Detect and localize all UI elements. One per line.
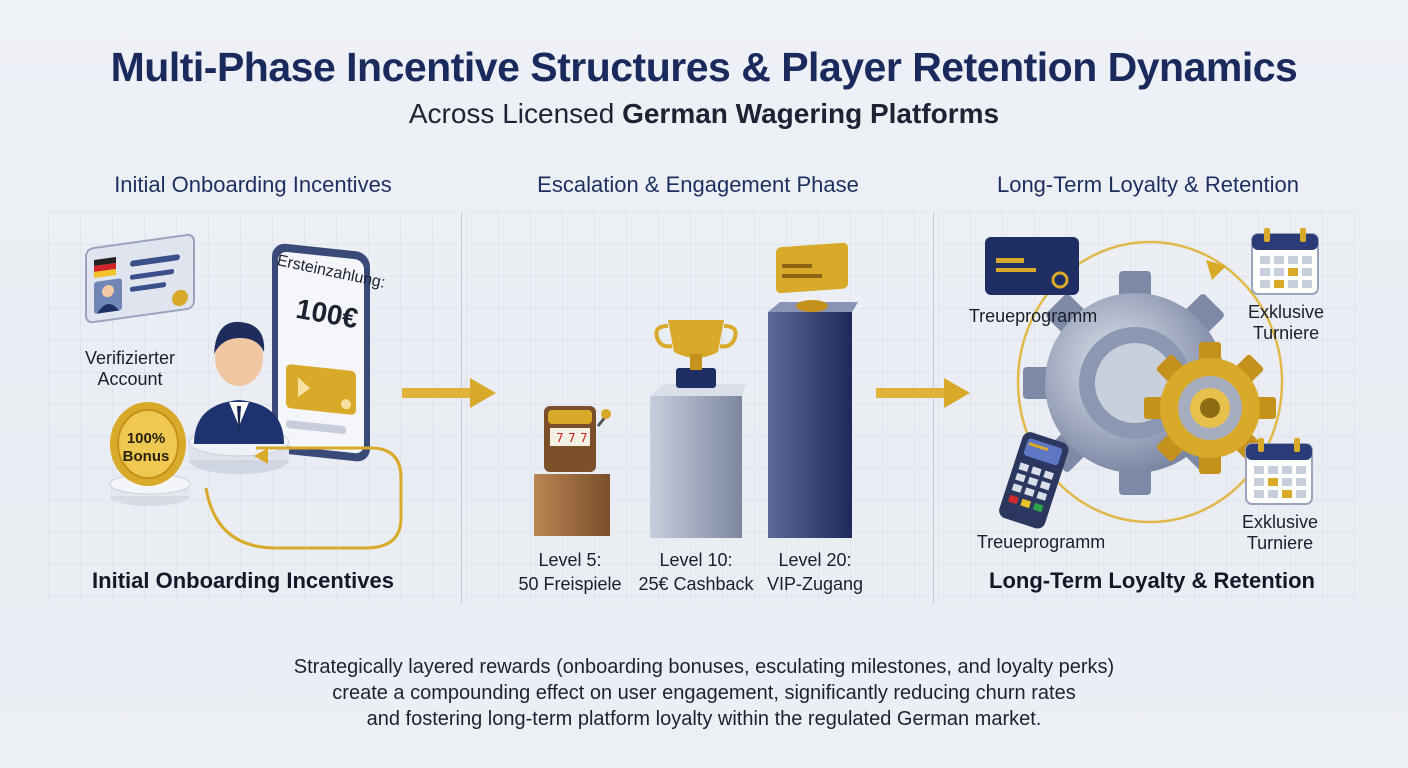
bonus-coin-text: 100% Bonus [122,430,170,465]
bonus-coin-icon [109,402,191,506]
phase-heading-onboarding: Initial Onboarding Incentives [114,172,392,197]
calendar-bottom-label: Exklusive Turniere [1241,512,1319,553]
id-card-icon [85,233,195,324]
svg-text:7: 7 [568,431,576,445]
divider-right [933,212,934,604]
level-5-title: Level 5: [538,550,602,570]
level-10-title: Level 10: [659,550,733,570]
calendar-top-label: Exklusive Turniere [1247,302,1325,343]
level-5-reward: 50 Freispiele [518,574,622,594]
subtitle-bold: German Wagering Platforms [622,98,1000,129]
verified-account-label: Verifizierter Account [84,348,176,389]
level-5-label: Level 5: 50 Freispiele [500,548,640,596]
loyalty-card-label: Treueprogramm [968,306,1098,326]
card-terminal-icon [999,432,1069,529]
summary-line-2: create a compounding effect on user enga… [332,682,1076,704]
page-title: Multi-Phase Incentive Structures & Playe… [110,44,1298,90]
divider-left [461,212,462,604]
phase-heading-loyalty: Long-Term Loyalty & Retention [996,172,1300,197]
calendar-bottom-icon [1245,438,1313,505]
subtitle-plain: Across Licensed [408,98,623,129]
level-20-title: Level 20: [778,550,852,570]
level-20-label: Level 20: VIP-Zugang [750,548,880,596]
gold-gear-icon [1144,342,1276,474]
loyalty-cycle-ring [1016,240,1284,524]
svg-text:7: 7 [580,431,588,445]
phase-footer-loyalty: Long-Term Loyalty & Retention [989,568,1315,593]
summary-line-1: Strategically layered rewards (onboardin… [293,656,1115,678]
slot-machine-icon: 7 7 7 [534,406,611,536]
onboarding-flow-arrow [204,446,403,550]
phase-arrow-1-icon [402,378,496,408]
phase-footer-onboarding: Initial Onboarding Incentives [92,568,394,593]
calendar-top-icon [1251,228,1319,295]
loyalty-card-icon [985,237,1079,295]
vip-card-icon [768,242,858,538]
phone-icon [272,243,370,462]
summary-line-3: and fostering long-term platform loyalty… [366,708,1042,730]
phase-arrow-2-icon [876,378,970,408]
level-20-reward: VIP-Zugang [766,574,864,594]
level-10-reward: 25€ Cashback [638,574,754,594]
level-10-label: Level 10: 25€ Cashback [626,548,766,596]
trophy-icon [650,320,746,538]
page-subtitle: Across Licensed German Wagering Platform… [0,98,1408,130]
summary-paragraph: Strategically layered rewards (onboardin… [0,654,1408,732]
phase-heading-escalation: Escalation & Engagement Phase [537,172,859,197]
svg-text:7: 7 [556,431,564,445]
terminal-label: Treueprogramm [976,532,1106,552]
